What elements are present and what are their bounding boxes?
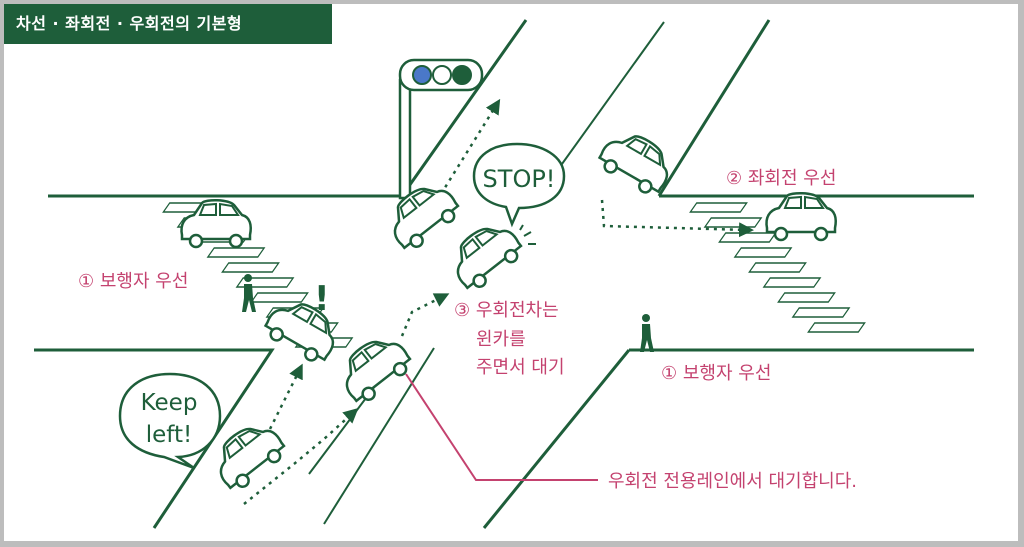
keep-text: Keep (141, 390, 198, 416)
diagram-frame: 차선 · 좌회전 · 우회전의 기본형 (4, 4, 1018, 541)
left-text: left! (146, 422, 192, 448)
intersection-diagram: ! STOP! Keep left! ① 보행자 우선 ② 좌회전 우선 ③ 우… (34, 19, 974, 529)
label-wait-lane: 우회전 전용레인에서 대기합니다. (608, 471, 857, 492)
pedestrian-right (640, 314, 654, 352)
signal-red-light (452, 65, 472, 85)
label-right-turn-line1: ③ 우회전차는 (454, 300, 559, 321)
stop-bubble: STOP! (472, 142, 566, 245)
crosswalk-right (689, 202, 866, 333)
leader-line (405, 373, 598, 481)
label-pedestrian-left: ① 보행자 우선 (78, 271, 188, 292)
exclamation-mark: ! (314, 279, 330, 319)
page-title: 차선 · 좌회전 · 우회전의 기본형 (4, 4, 332, 44)
signal-blue-light (412, 65, 432, 85)
label-pedestrian-right: ① 보행자 우선 (661, 363, 771, 384)
keep-left-bubble: Keep left! (118, 372, 222, 470)
label-left-turn: ② 좌회전 우선 (726, 168, 836, 189)
traffic-signal (398, 58, 484, 200)
label-right-turn-line2: 윈카를 (476, 329, 526, 350)
signal-yellow-light (432, 65, 452, 85)
stop-text: STOP! (483, 165, 556, 193)
movement-paths (243, 98, 754, 505)
label-right-turn-line3: 주면서 대기 (476, 357, 565, 378)
car-top-lane (378, 173, 465, 256)
car-turned-left (765, 191, 837, 242)
car-stop (441, 213, 528, 296)
